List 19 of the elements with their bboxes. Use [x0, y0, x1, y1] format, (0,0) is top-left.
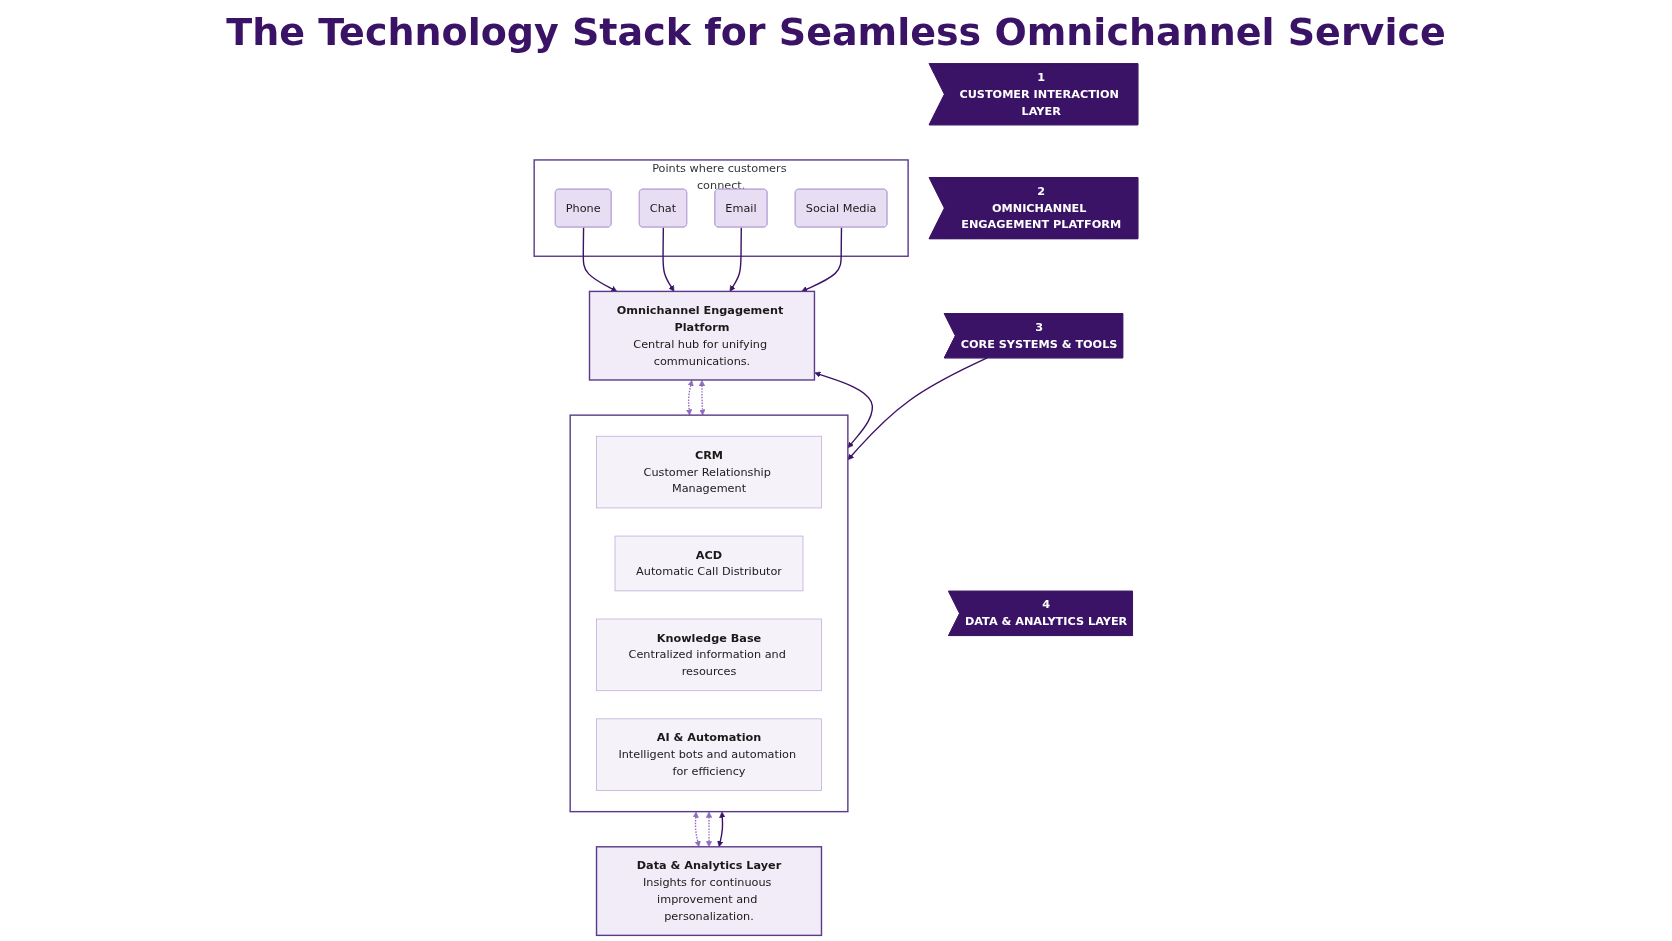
- node-box: Knowledge Base Centralized information and resources: [596, 618, 822, 692]
- node-box: ACD Automatic Call Distributor: [614, 535, 804, 592]
- node-box: AI & Automation Intelligent bots and automation for efficiency: [596, 718, 822, 791]
- arrow: [705, 811, 713, 848]
- arrow: [582, 226, 618, 292]
- arrow: [686, 380, 694, 416]
- arrow: [662, 226, 675, 292]
- arrow: [692, 811, 701, 848]
- arrow: [847, 357, 988, 460]
- arrow: [729, 226, 742, 292]
- diagram-title: The Technology Stack for Seamless Omnichannel Service: [226, 10, 1446, 54]
- arrow: [698, 380, 706, 416]
- cluster: [569, 414, 849, 813]
- arrow: [801, 226, 843, 292]
- arrow: [814, 371, 874, 449]
- arrow: [717, 811, 726, 848]
- node-box: Data & Analytics Layer Insights for continuous improvement and personalization.: [595, 846, 823, 937]
- node-box: CRM Customer Relationship Management: [596, 435, 822, 509]
- node-box: Omnichannel Engagement Platform Central hub for unifying communications.: [588, 290, 816, 381]
